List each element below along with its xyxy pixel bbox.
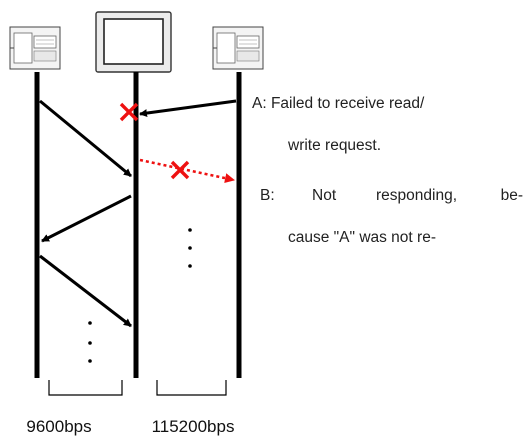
note-b-word-1: Not <box>312 187 337 204</box>
center-hmi-device-icon <box>95 11 172 73</box>
left-baud-rate-label: 9600bps <box>26 417 91 436</box>
continuation-dots-right <box>188 228 192 268</box>
no-response-dotted-arrow <box>139 158 235 184</box>
right-baud-rate-label: 115200bps <box>152 417 235 436</box>
left-to-center-arrow-2 <box>39 254 132 328</box>
left-plc-device-icon <box>9 26 61 70</box>
note-b-line-2: cause "A" was not re- <box>288 229 436 246</box>
continuation-dots-left <box>88 321 92 363</box>
note-b-word-2: responding, <box>376 187 457 204</box>
note-a-line-2: write request. <box>287 137 381 154</box>
receive-failure-x-icon <box>119 102 139 122</box>
right-segment-bracket <box>156 380 227 396</box>
note-b-label: B: <box>260 187 275 204</box>
note-b-word-3: be- <box>501 187 523 204</box>
no-response-x-icon <box>170 160 190 180</box>
left-to-center-arrow-1 <box>39 99 132 178</box>
left-segment-bracket <box>48 380 123 396</box>
note-a-line-1: A: Failed to receive read/ <box>252 95 425 112</box>
center-to-left-arrow <box>41 194 132 243</box>
failed-request-arrow <box>139 99 237 118</box>
right-plc-device-icon <box>212 26 264 70</box>
